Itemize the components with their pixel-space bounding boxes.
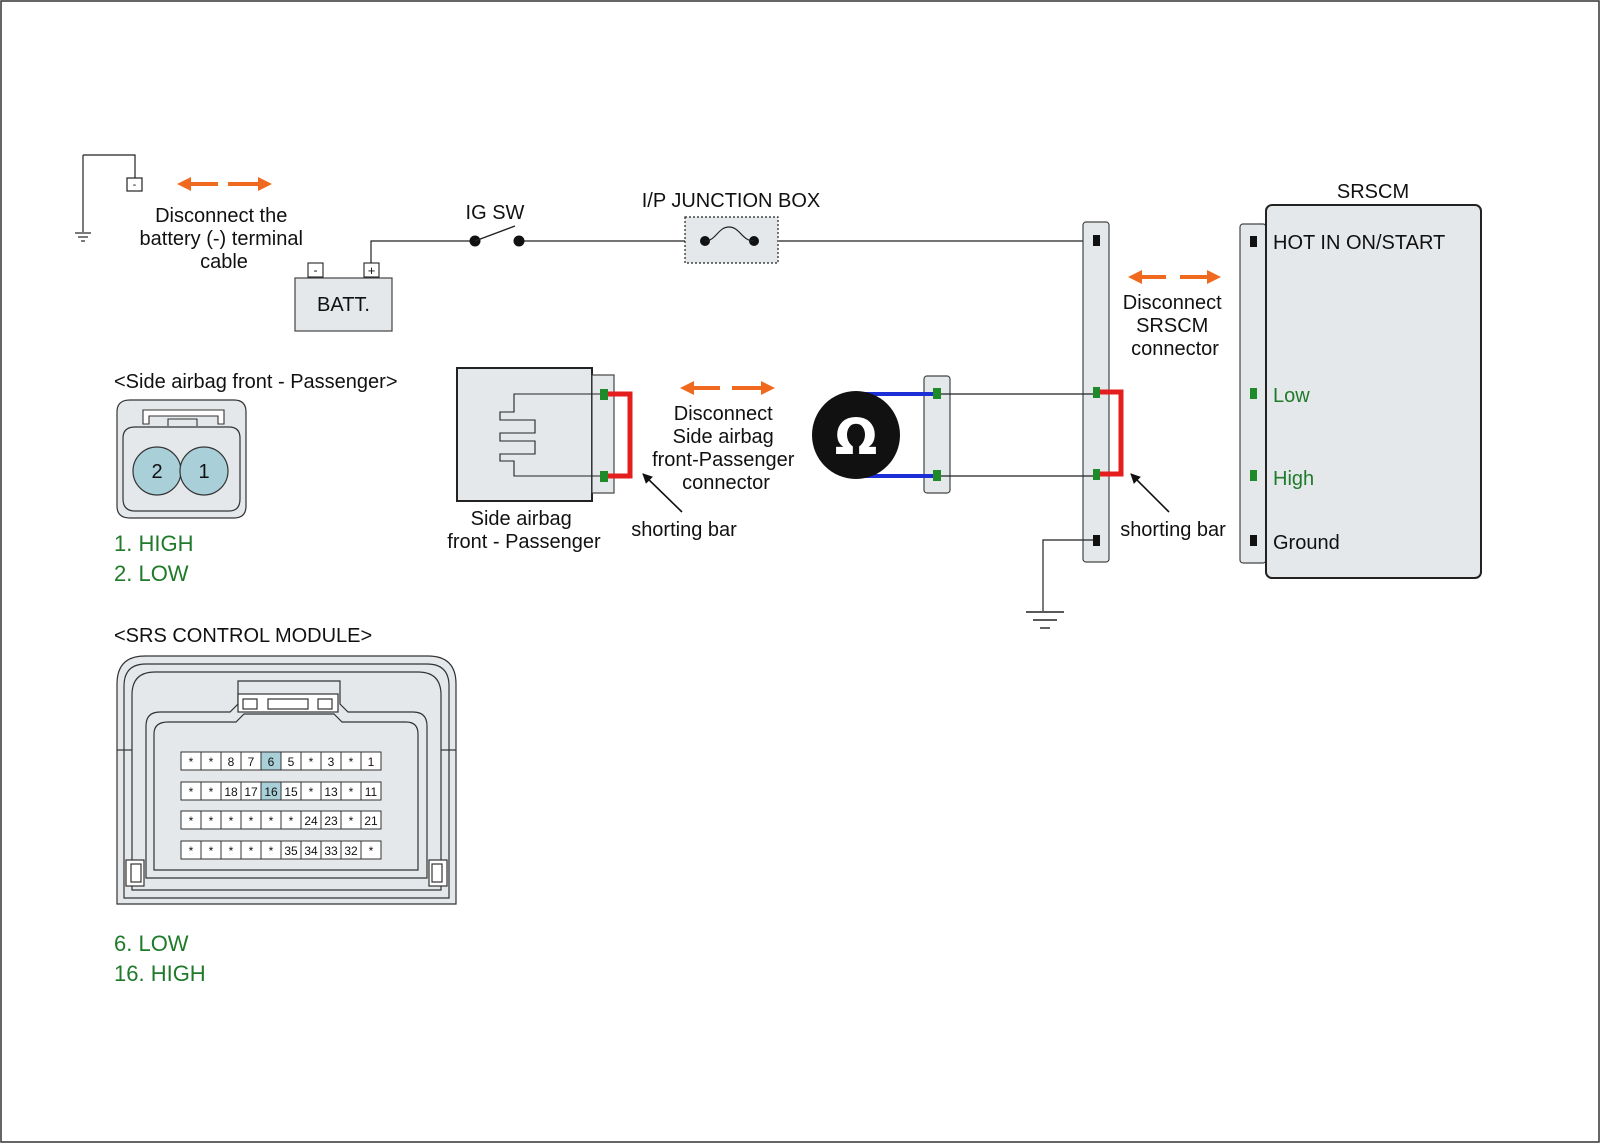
fuse-icon bbox=[704, 226, 755, 242]
pin-label: 11 bbox=[365, 785, 378, 799]
terminal-neg-sign: - bbox=[133, 179, 137, 191]
pin-cell bbox=[360, 751, 382, 771]
pin-label: 34 bbox=[304, 844, 318, 858]
battery: - + BATT. bbox=[294, 262, 393, 332]
pin-label: 21 bbox=[364, 814, 378, 828]
disconnect-arrows-icon bbox=[1128, 270, 1221, 284]
pin-label: * bbox=[349, 785, 354, 799]
pin-label: 3 bbox=[328, 755, 335, 769]
shorting-bar-label-right: shorting bar bbox=[1120, 519, 1226, 541]
disconnect-arrows-icon bbox=[680, 381, 775, 395]
pin-label: * bbox=[229, 844, 234, 858]
srscm-pin-hot: HOT IN ON/START bbox=[1273, 232, 1445, 254]
pin-label: 16 bbox=[264, 785, 278, 799]
harness-pins bbox=[1093, 235, 1100, 546]
pin-label: 32 bbox=[344, 844, 358, 858]
battery-disconnect-text: Disconnect the battery (-) terminal cabl… bbox=[140, 205, 309, 273]
ohmmeter-icon bbox=[812, 391, 900, 479]
airbag-caption: Side airbag front - Passenger bbox=[447, 508, 601, 553]
srs-module-legend-low: 6. LOW bbox=[114, 931, 189, 956]
pin-label: * bbox=[249, 814, 254, 828]
junction-box bbox=[684, 216, 779, 264]
pin-label: * bbox=[369, 844, 374, 858]
ignition-switch bbox=[469, 225, 525, 247]
pin-label: * bbox=[229, 814, 234, 828]
pin-label: 7 bbox=[248, 755, 255, 769]
srs-control-module-connector-face bbox=[116, 655, 457, 905]
airbag-disconnect-text: Disconnect Side airbag front-Passenger c… bbox=[652, 403, 800, 494]
pointer-arrow-icon bbox=[642, 473, 683, 513]
pin-cell bbox=[360, 810, 382, 830]
srscm-pin-high: High bbox=[1273, 468, 1314, 490]
pin-label: * bbox=[189, 785, 194, 799]
srscm-title: SRSCM bbox=[1337, 181, 1409, 203]
pin-label: * bbox=[209, 755, 214, 769]
pin-label: * bbox=[349, 755, 354, 769]
shorting-bar-airbag bbox=[608, 391, 633, 479]
pin-label: * bbox=[189, 844, 194, 858]
pin-label: 17 bbox=[244, 785, 258, 799]
pin-cell bbox=[360, 781, 382, 801]
shorting-bar-label-left: shorting bar bbox=[631, 519, 737, 541]
pin-label: * bbox=[249, 844, 254, 858]
pin-label: 13 bbox=[324, 785, 338, 799]
junction-box-label: I/P JUNCTION BOX bbox=[642, 190, 821, 212]
connector-view-title: <Side airbag front - Passenger> bbox=[114, 371, 398, 393]
pin-label: * bbox=[269, 844, 274, 858]
pin-label: * bbox=[189, 755, 194, 769]
pin-label: * bbox=[309, 785, 314, 799]
power-wire bbox=[370, 240, 1092, 263]
side-airbag-front-passenger bbox=[456, 367, 615, 502]
pin-label: 6 bbox=[268, 755, 275, 769]
pin-label: 23 bbox=[324, 814, 338, 828]
connector-legend-high: 1. HIGH bbox=[114, 531, 193, 556]
pin-label: 5 bbox=[288, 755, 295, 769]
pin-label: 8 bbox=[228, 755, 235, 769]
probe-connector bbox=[923, 375, 951, 494]
meter-leads bbox=[862, 392, 933, 478]
pin-label: * bbox=[209, 814, 214, 828]
harness-wires bbox=[941, 393, 1093, 477]
srscm-pin-low: Low bbox=[1273, 385, 1310, 407]
pin-label: * bbox=[289, 814, 294, 828]
ground-icon bbox=[1026, 611, 1064, 629]
connector-pin-1: 1 bbox=[198, 461, 209, 483]
side-airbag-connector-face bbox=[116, 399, 247, 519]
battery-label: BATT. bbox=[317, 294, 370, 316]
pin-label: * bbox=[189, 814, 194, 828]
srscm-disconnect-text: Disconnect SRSCM connector bbox=[1123, 292, 1228, 360]
srscm-module bbox=[1265, 204, 1482, 579]
ground-icon bbox=[75, 232, 91, 242]
pin-label: * bbox=[269, 814, 274, 828]
pin-label: * bbox=[209, 785, 214, 799]
battery-pos-label: + bbox=[368, 263, 376, 278]
ig-switch-label: IG SW bbox=[466, 202, 525, 224]
srscm-pin-ground: Ground bbox=[1273, 532, 1340, 554]
shorting-bar-srscm bbox=[1100, 389, 1124, 477]
pin-cell bbox=[360, 840, 382, 860]
pin-label: * bbox=[349, 814, 354, 828]
pin-label: 35 bbox=[284, 844, 298, 858]
srscm-pins bbox=[1250, 236, 1257, 546]
pin-label: 15 bbox=[284, 785, 298, 799]
pin-label: 1 bbox=[368, 755, 375, 769]
pin-label: 33 bbox=[324, 844, 338, 858]
connector-pin-2: 2 bbox=[151, 461, 162, 483]
connector-legend-low: 2. LOW bbox=[114, 561, 189, 586]
srs-module-legend-high: 16. HIGH bbox=[114, 961, 206, 986]
pin-label: * bbox=[309, 755, 314, 769]
pin-label: 18 bbox=[224, 785, 238, 799]
ohm-symbol: Ω bbox=[835, 408, 878, 466]
battery-ground-terminal: - bbox=[75, 154, 143, 242]
pin-label: 24 bbox=[304, 814, 318, 828]
srs-module-view-title: <SRS CONTROL MODULE> bbox=[114, 625, 372, 647]
pointer-arrow-icon bbox=[1130, 473, 1170, 513]
pin-label: * bbox=[209, 844, 214, 858]
disconnect-arrows-icon bbox=[177, 177, 272, 191]
battery-neg-label: - bbox=[314, 263, 318, 277]
ground-wire bbox=[1042, 539, 1093, 611]
